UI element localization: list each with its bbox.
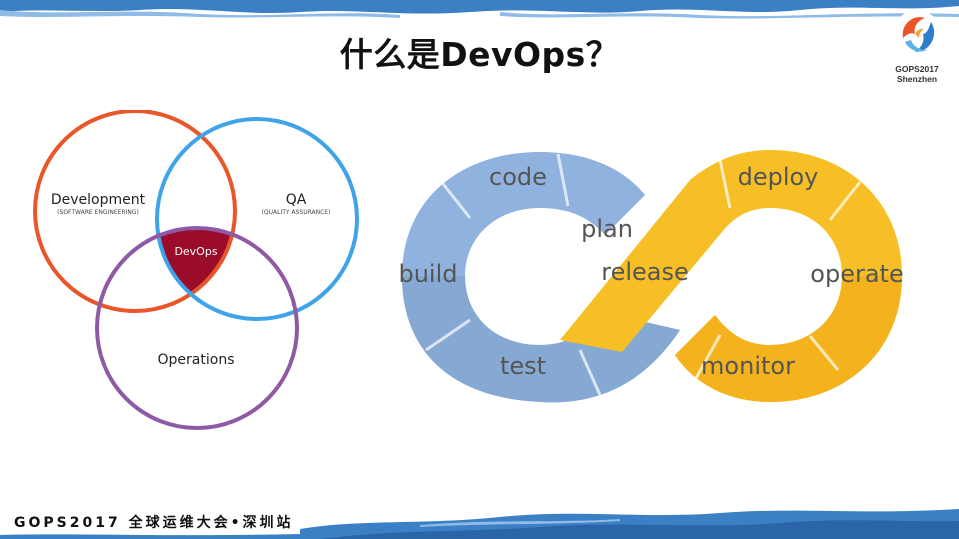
qa-circle <box>155 117 359 321</box>
qa-sublabel: (QUALITY ASSURANCE) <box>262 209 331 216</box>
loop-label-build: build <box>398 260 457 288</box>
loop-label-code: code <box>489 163 547 191</box>
development-circle <box>33 110 237 313</box>
slide-title: 什么是DevOps？ <box>339 35 620 74</box>
devops-infinity-loop: code plan build test release deploy oper… <box>398 150 904 403</box>
operations-label: Operations <box>158 352 235 368</box>
loop-label-monitor: monitor <box>701 352 795 380</box>
loop-label-deploy: deploy <box>738 163 819 191</box>
development-label: Development <box>51 192 146 208</box>
logo-line-2: Shenzhen <box>896 74 938 84</box>
operations-circle <box>95 226 299 430</box>
logo-line-1: GOPS2017 <box>895 64 939 74</box>
bottom-decorative-band <box>0 509 959 539</box>
loop-label-test: test <box>500 352 546 380</box>
top-decorative-band <box>0 0 959 19</box>
gops-emblem-icon <box>893 10 941 58</box>
gops-logo: GOPS2017 Shenzhen <box>884 8 950 92</box>
qa-label: QA <box>286 192 307 208</box>
loop-label-plan: plan <box>581 215 633 243</box>
slide-footer: GOPS2017 全球运维大会•深圳站 <box>14 515 294 531</box>
ops-loop <box>560 150 902 402</box>
devops-center-label: DevOps <box>174 245 217 258</box>
loop-label-release: release <box>601 258 689 286</box>
development-sublabel: (SOFTWARE ENGINEERING) <box>57 209 139 216</box>
loop-label-operate: operate <box>810 260 903 288</box>
venn-diagram: Development (SOFTWARE ENGINEERING) QA (Q… <box>33 110 359 430</box>
